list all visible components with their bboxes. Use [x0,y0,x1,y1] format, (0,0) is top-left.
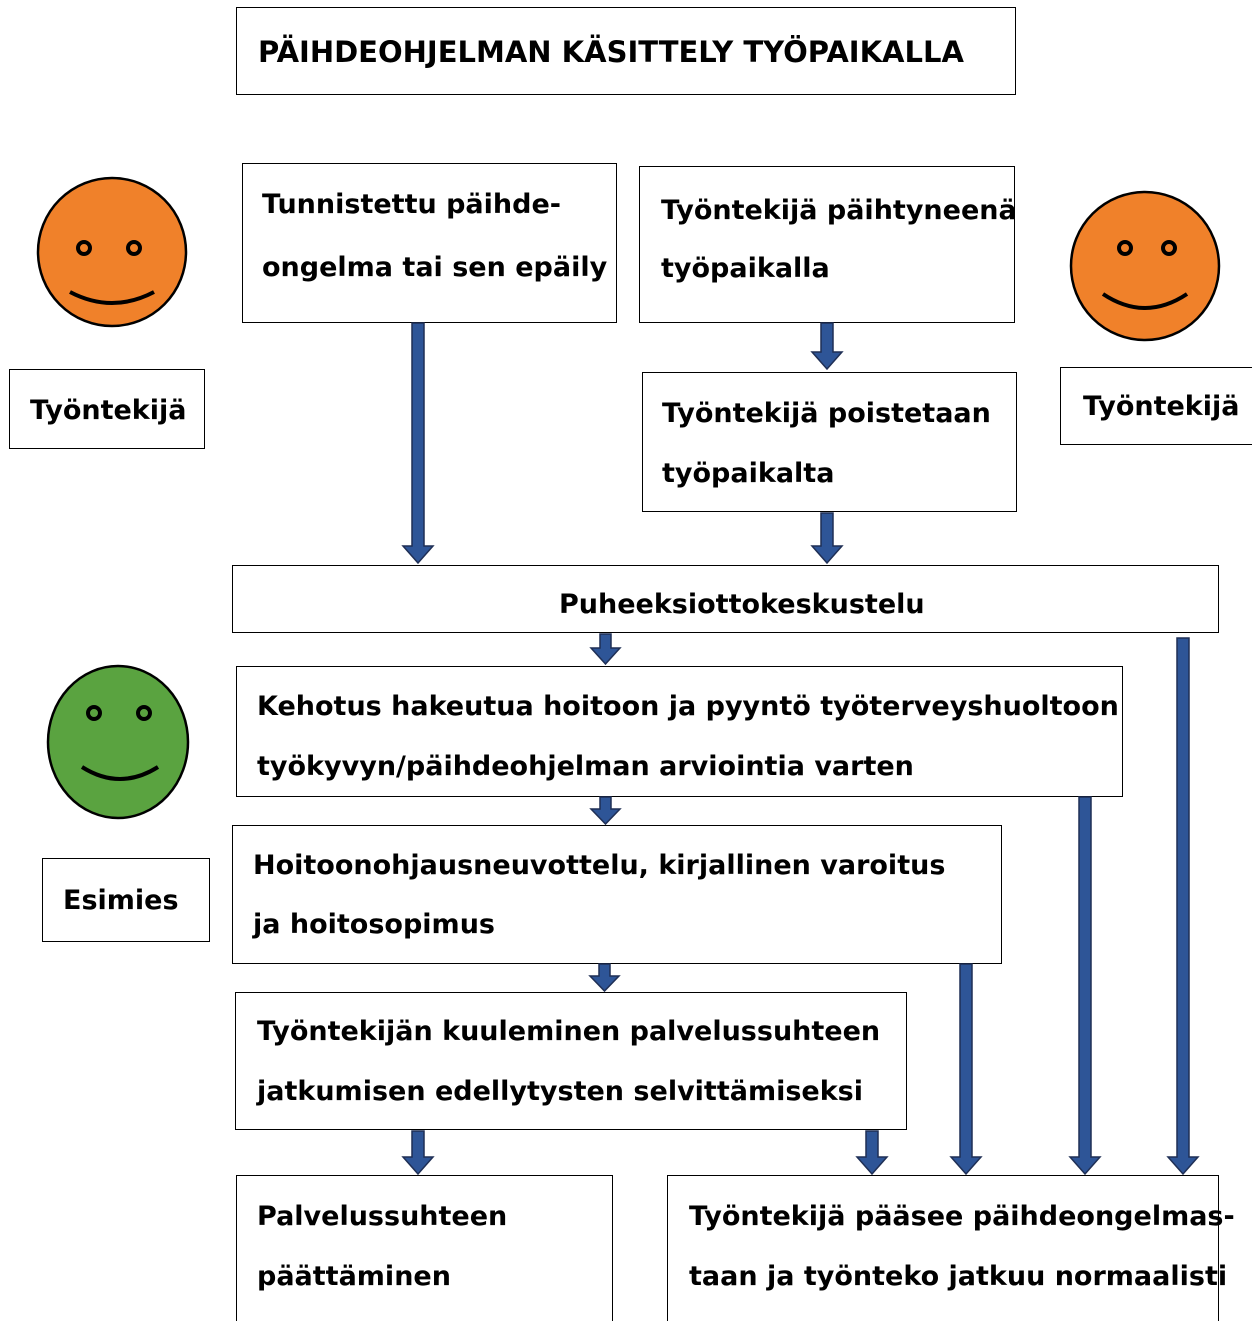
arrow-down-hearing-to-recovery [855,1130,889,1176]
hearing-line2: jatkumisen edellytysten selvittämiseksi [257,1076,864,1107]
referral-line1: Kehotus hakeutua hoitoon ja pyyntö työte… [257,691,1119,722]
arrow-down-removed-to-talk [810,512,844,565]
negotiation-line2: ja hoitosopimus [253,909,495,940]
title-box: PÄIHDEOHJELMAN KÄSITTELY TYÖPAIKALLA [236,7,1016,95]
recovery-box: Työntekijä pääsee päihdeongelmas- taan j… [667,1175,1235,1321]
referral-box: Kehotus hakeutua hoitoon ja pyyntö työte… [236,666,1123,797]
actor-label-employee-left: Työntekijä [30,395,187,426]
referral-line2: työkyvyn/päihdeohjelman arviointia varte… [257,751,914,782]
actor-box-supervisor: Esimies [42,858,210,942]
termination-line1: Palvelussuhteen [257,1201,508,1232]
arrow-down-negotiation-to-recovery [949,963,983,1176]
supervisor-smiley-icon [46,664,190,820]
intoxicated-at-work-box: Työntekijä päihtyneenä työpaikalla [639,166,1017,323]
arrow-down-identified-to-talk [401,322,435,565]
talk-box: Puheeksiottokeskustelu [232,565,1219,633]
termination-line2: päättäminen [257,1261,451,1292]
arrow-down-talk-to-recovery [1166,637,1200,1176]
intoxicated-line1: Työntekijä päihtyneenä [661,195,1017,226]
talk-label: Puheeksiottokeskustelu [559,589,925,620]
actor-box-employee-right: Työntekijä [1060,367,1252,445]
identified-problem-line2: ongelma tai sen epäily [262,252,608,283]
recovery-line2: taan ja työnteko jatkuu normaalisti [689,1261,1228,1292]
employee-smiley-left-icon [36,176,188,328]
actor-box-employee-left: Työntekijä [9,369,205,449]
removed-from-work-box: Työntekijä poistetaan työpaikalta [642,372,1017,512]
removed-line2: työpaikalta [662,458,835,489]
intoxicated-line2: työpaikalla [661,253,830,284]
termination-box: Palvelussuhteen päättäminen [236,1175,613,1321]
arrow-down-referral-to-negotiation [589,796,622,826]
arrow-down-talk-to-referral [589,633,622,666]
page-title: PÄIHDEOHJELMAN KÄSITTELY TYÖPAIKALLA [258,35,964,69]
negotiation-box: Hoitoonohjausneuvottelu, kirjallinen var… [232,825,1002,964]
actor-label-supervisor: Esimies [63,885,179,916]
arrow-down-intoxicated-to-removed [810,322,844,371]
actor-label-employee-right: Työntekijä [1083,391,1240,422]
hearing-box: Työntekijän kuuleminen palvelussuhteen j… [235,992,907,1130]
identified-problem-box: Tunnistettu päihde- ongelma tai sen epäi… [242,163,617,323]
recovery-line1: Työntekijä pääsee päihdeongelmas- [689,1201,1235,1232]
arrow-down-hearing-to-termination [401,1130,435,1176]
removed-line1: Työntekijä poistetaan [662,398,991,429]
negotiation-line1: Hoitoonohjausneuvottelu, kirjallinen var… [253,850,946,881]
employee-smiley-right-icon [1069,190,1221,342]
identified-problem-line1: Tunnistettu päihde- [262,189,561,220]
arrow-down-referral-to-recovery [1068,796,1102,1176]
arrow-down-negotiation-to-hearing [588,963,621,993]
hearing-line1: Työntekijän kuuleminen palvelussuhteen [257,1016,881,1047]
